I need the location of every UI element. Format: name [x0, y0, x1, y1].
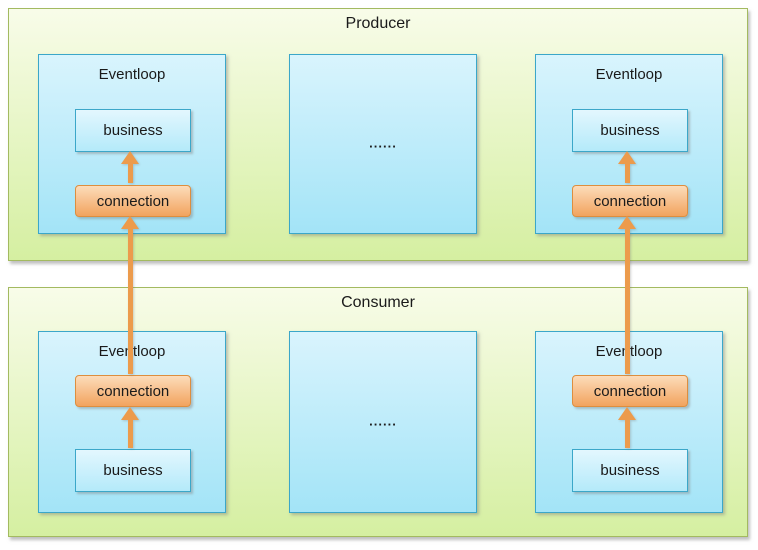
arrow-shaft [127, 227, 133, 374]
producer-eventloop-ellipsis: ...... [289, 54, 477, 234]
arrow-shaft [127, 162, 133, 183]
arrow-consumer-to-producer-right [618, 216, 636, 374]
business-box: business [572, 109, 688, 152]
business-box: business [75, 449, 191, 492]
producer-section: Producer Eventloop business connection .… [8, 8, 748, 261]
connection-box: connection [572, 185, 688, 217]
arrow-connection-to-business-producer-right [618, 151, 636, 183]
arrow-head-icon [618, 407, 636, 420]
ellipsis-label: ...... [369, 413, 397, 429]
connection-box: connection [75, 375, 191, 407]
arrow-head-icon [121, 216, 139, 229]
arrow-shaft [624, 418, 630, 448]
business-box: business [75, 109, 191, 152]
producer-eventloop-left: Eventloop business connection [38, 54, 226, 234]
arrow-head-icon [618, 216, 636, 229]
arrow-consumer-to-producer-left [121, 216, 139, 374]
arrow-head-icon [121, 151, 139, 164]
arrow-business-to-connection-consumer-right [618, 407, 636, 448]
arrow-business-to-connection-consumer-left [121, 407, 139, 448]
connection-box: connection [572, 375, 688, 407]
arrow-connection-to-business-producer-left [121, 151, 139, 183]
arrow-shaft [624, 227, 630, 374]
eventloop-title: Eventloop [98, 66, 166, 83]
ellipsis-label: ...... [369, 135, 397, 151]
producer-title: Producer [345, 15, 411, 32]
arrow-head-icon [618, 151, 636, 164]
arrow-shaft [624, 162, 630, 183]
connection-box: connection [75, 185, 191, 217]
producer-eventloop-right: Eventloop business connection [535, 54, 723, 234]
business-box: business [572, 449, 688, 492]
consumer-eventloop-right: Eventloop connection business [535, 331, 723, 513]
eventloop-title: Eventloop [595, 66, 663, 83]
consumer-title: Consumer [341, 294, 415, 311]
consumer-eventloop-ellipsis: ...... [289, 331, 477, 513]
consumer-section: Consumer Eventloop connection business .… [8, 287, 748, 537]
arrow-head-icon [121, 407, 139, 420]
arrow-shaft [127, 418, 133, 448]
